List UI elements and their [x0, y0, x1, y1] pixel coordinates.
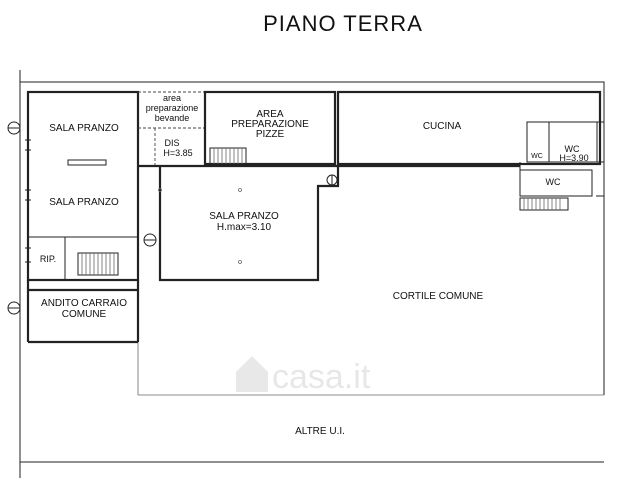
door-symbol-right	[590, 121, 604, 197]
label-sala-pranzo-main: SALA PRANZO	[209, 211, 279, 222]
label-sala-pranzo-top: SALA PRANZO	[49, 123, 119, 134]
label-area-bevande-2: preparazione	[146, 103, 199, 113]
door-symbol-cucina	[326, 174, 338, 186]
watermark-text: casa.it	[272, 358, 371, 396]
door-symbol-middle	[143, 233, 157, 247]
label-rip: RIP.	[40, 254, 56, 264]
plan-title: PIANO TERRA	[263, 11, 423, 36]
wc-block-walls	[519, 121, 598, 211]
label-area-bevande-1: area	[163, 93, 181, 103]
label-area-pizze-2: PREPARAZIONE	[231, 119, 309, 130]
label-wc-height: H=3.90	[559, 153, 588, 163]
label-sala-pranzo-height: H.max=3.10	[217, 222, 272, 233]
sala-pranzo-main-walls	[158, 166, 340, 282]
label-wc-main: WC	[565, 144, 580, 154]
label-andito-2: COMUNE	[62, 309, 107, 320]
label-cortile: CORTILE COMUNE	[393, 291, 484, 302]
door-symbol-left-top	[7, 121, 21, 135]
label-andito-1: ANDITO CARRAIO	[41, 298, 127, 309]
label-cucina: CUCINA	[423, 121, 462, 132]
label-wc-small: WC	[531, 153, 543, 160]
label-dis-height: H=3.85	[163, 148, 192, 158]
label-area-pizze-3: PIZZE	[256, 129, 285, 140]
pizze-area-walls	[203, 90, 337, 166]
label-altre: ALTRE U.I.	[295, 426, 345, 437]
cucina-walls	[138, 90, 602, 168]
door-symbol-left-bottom	[7, 301, 21, 315]
label-wc-lower: WC	[546, 177, 561, 187]
left-block-walls	[25, 90, 140, 344]
label-sala-pranzo-mid: SALA PRANZO	[49, 197, 119, 208]
label-area-bevande-3: bevande	[155, 113, 190, 123]
label-dis: DIS	[164, 138, 179, 148]
watermark-logo: casa.it	[236, 356, 371, 396]
label-area-pizze-1: AREA	[256, 109, 284, 120]
